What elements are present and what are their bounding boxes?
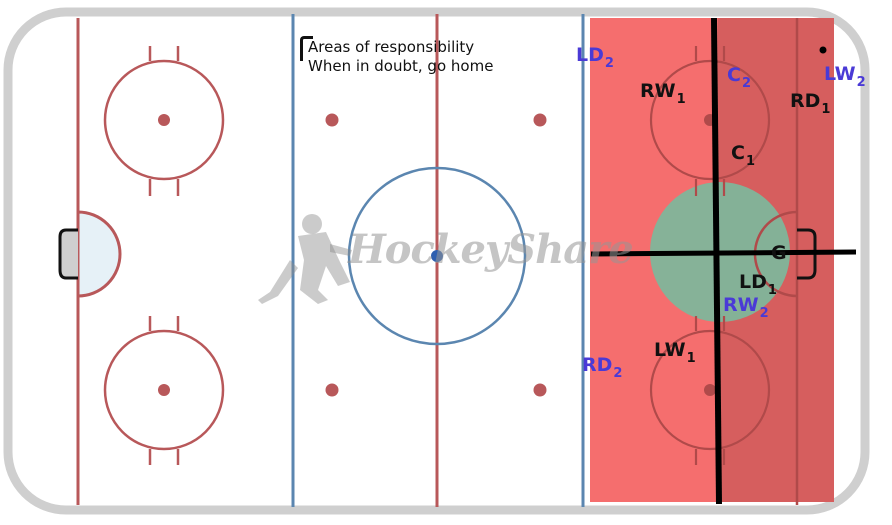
player-rw1: RW1: [640, 80, 686, 107]
puck: [819, 46, 827, 54]
player-g1: G: [771, 242, 787, 264]
player-c2: C2: [727, 64, 751, 91]
player-c1: C1: [731, 142, 755, 169]
player-ld1: LD1: [739, 271, 777, 298]
center-dot: [431, 250, 443, 262]
divider-horizontal: [590, 249, 857, 257]
neutral-dot-top-right: [533, 113, 547, 127]
center-circle: [347, 166, 527, 346]
player-lw2: LW2: [824, 63, 866, 90]
player-rd1: RD1: [790, 90, 831, 117]
player-lw1: LW1: [654, 339, 696, 366]
divider-vertical: [711, 17, 722, 505]
faceoff-dot-left-top: [158, 114, 170, 126]
faceoff-circle-left-bottom: [103, 316, 225, 465]
player-rd2: RD2: [582, 354, 623, 381]
faceoff-circle-left-top: [103, 46, 225, 196]
goal-crease-left: [76, 210, 122, 298]
watermark-text: HockeyShare: [348, 226, 634, 273]
faceoff-circle-right-top: [649, 46, 771, 196]
neutral-dot-bottom-left: [325, 383, 339, 397]
neutral-dot-top-left: [325, 113, 339, 127]
note-text: Areas of responsibility When in doubt, g…: [308, 38, 493, 76]
goal-net-left: [58, 228, 78, 280]
note-line-2: When in doubt, go home: [308, 57, 494, 75]
hockey-player-icon: [258, 214, 352, 304]
neutral-dot-bottom-right: [533, 383, 547, 397]
faceoff-dot-right-bottom: [704, 384, 716, 396]
player-ld2: LD2: [576, 44, 614, 71]
note-bracket: [300, 36, 313, 61]
faceoff-dot-left-bottom: [158, 384, 170, 396]
player-rw2: RW2: [723, 294, 769, 321]
faceoff-circle-right-bottom: [649, 316, 771, 465]
note-line-1: Areas of responsibility: [308, 38, 475, 56]
